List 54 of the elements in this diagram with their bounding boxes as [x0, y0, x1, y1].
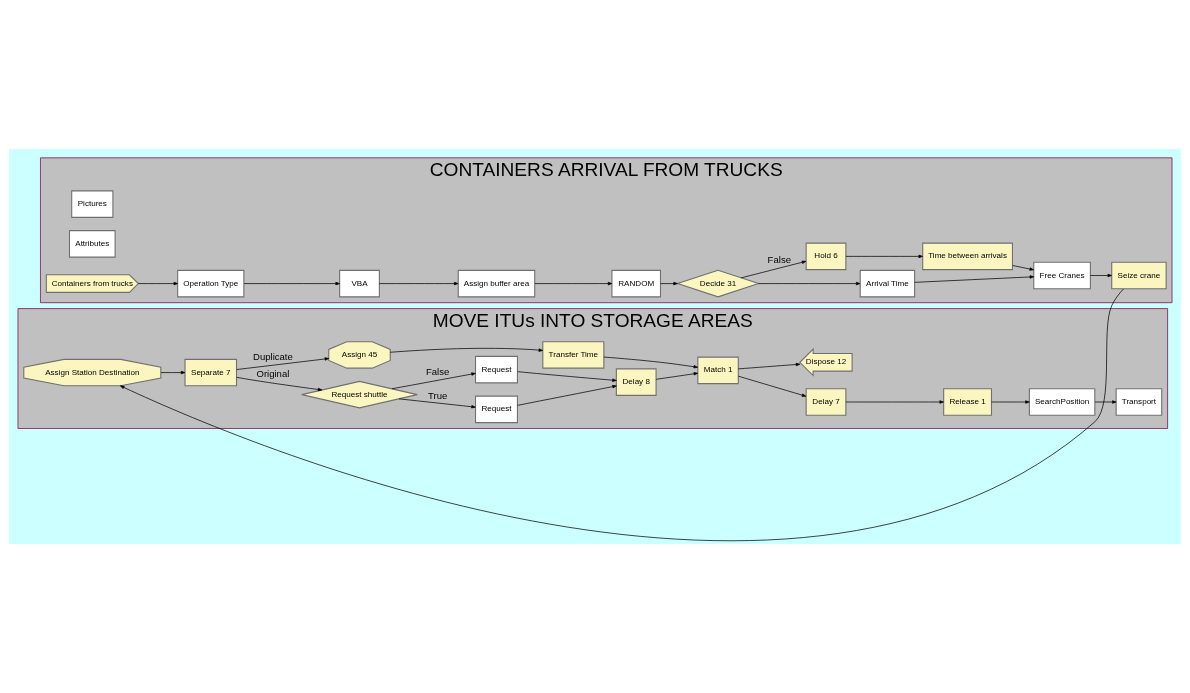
arrow: [758, 281, 861, 286]
arrow: [389, 347, 544, 353]
arrow: [120, 288, 1124, 542]
node-box: Request: [474, 395, 518, 424]
node-box: Separate 7: [184, 358, 238, 387]
arrow: [737, 375, 807, 397]
node-box: Attributes: [68, 230, 116, 258]
arrow: [1012, 265, 1034, 271]
node-box: Arrival Time: [859, 269, 916, 298]
node-box: Operation Type: [177, 269, 245, 298]
arrow: [391, 372, 476, 390]
node-box: Hold 6: [805, 242, 847, 271]
arrow: [243, 281, 340, 286]
node-box: RANDOM: [611, 269, 662, 298]
node-box: Match 1: [697, 356, 739, 385]
node-box: Request: [474, 355, 518, 384]
arrow: [398, 398, 476, 409]
arrow: [914, 275, 1035, 283]
node-box: Release 1: [943, 388, 993, 416]
arrow: [740, 260, 807, 279]
arrow: [845, 400, 944, 404]
edge-label: False: [767, 253, 791, 265]
node-box: Assign buffer area: [457, 269, 536, 298]
node-box: SearchPosition: [1028, 388, 1096, 416]
arrow: [603, 356, 698, 369]
arrow: [1094, 400, 1117, 404]
edge-label: Original: [256, 368, 290, 380]
node-box: Transport: [1115, 388, 1163, 416]
arrow: [845, 254, 923, 259]
node-box: Transfer Time: [542, 341, 605, 369]
arrow: [517, 385, 617, 406]
edge-label: True: [428, 390, 448, 402]
arrow: [236, 357, 330, 370]
arrow: [1090, 273, 1112, 278]
arrow: [534, 281, 613, 286]
arrow: [991, 400, 1030, 404]
arrow: [137, 281, 178, 286]
node-box: Delay 8: [615, 368, 657, 396]
node-box: Pictures: [71, 190, 114, 218]
arrow: [379, 281, 459, 286]
node-box: VBA: [339, 269, 380, 298]
arrow: [517, 371, 617, 382]
arrow: [660, 281, 678, 286]
arrow: [655, 372, 699, 380]
node-box: Time between arrivals: [922, 242, 1013, 271]
node-box: Seize crane: [1111, 261, 1167, 290]
arrow: [737, 362, 801, 370]
arrow: [160, 370, 186, 375]
arrow: [236, 376, 323, 392]
edge-label: Duplicate: [253, 351, 293, 363]
node-diamond: Request shuttle: [301, 380, 418, 409]
edge-label: False: [425, 366, 450, 378]
node-box: Delay 7: [805, 388, 847, 416]
node-box: Free Cranes: [1033, 261, 1091, 290]
